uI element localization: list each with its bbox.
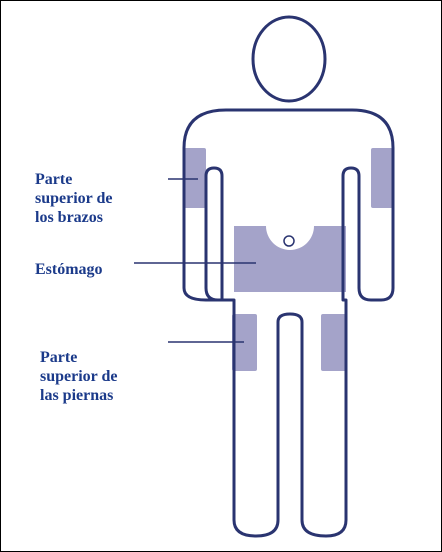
label-stomach: Estómago [35, 261, 103, 278]
label-upper-legs: Parte superior de las piernas [40, 349, 118, 404]
head [251, 15, 327, 103]
right-upper-leg-site [321, 314, 346, 371]
torso-and-limbs [182, 108, 395, 538]
left-upper-arm-site [184, 148, 206, 208]
body-outline [182, 15, 395, 538]
injection-sites [184, 148, 393, 371]
right-upper-arm-site [371, 148, 393, 208]
left-upper-leg-site [232, 314, 257, 371]
label-upper-arms: Parte superior de los brazos [35, 171, 113, 226]
stomach-site [234, 226, 346, 292]
leader-lines [134, 178, 256, 343]
navel [283, 235, 295, 247]
